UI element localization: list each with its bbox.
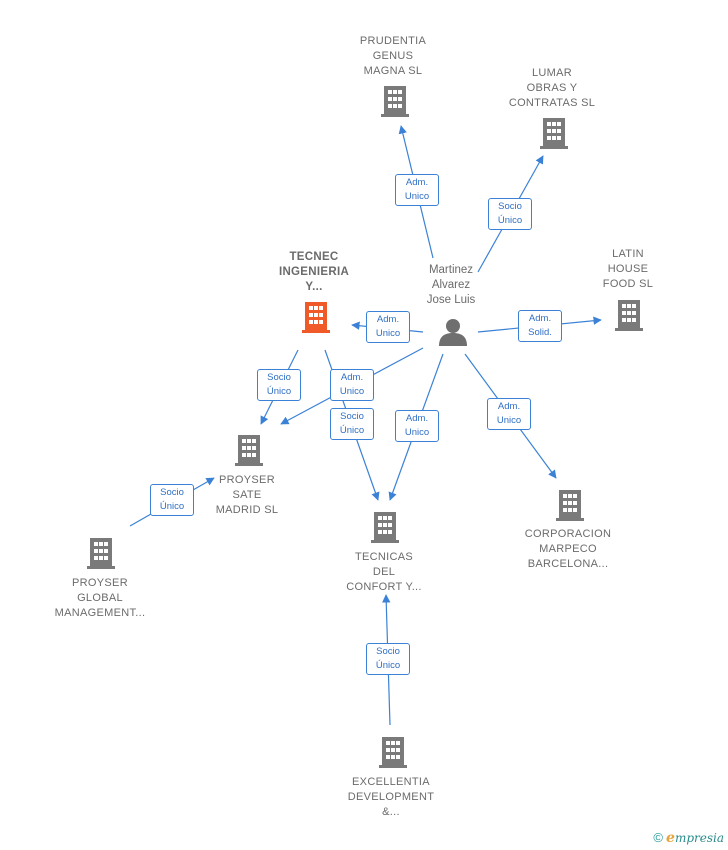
copyright-icon: © [653, 830, 664, 845]
building-icon[interactable] [379, 737, 407, 768]
relation-label: Adm. Unico [487, 398, 531, 430]
company-label-corporacion[interactable]: CORPORACION MARPECO BARCELONA... [524, 528, 612, 570]
building-icon[interactable] [615, 300, 643, 331]
relation-label: Adm. Unico [366, 311, 410, 343]
building-icon[interactable] [381, 86, 409, 117]
company-label-latin[interactable]: LATIN HOUSE FOOD SL [602, 248, 654, 290]
company-label-tecnicas[interactable]: TECNICAS DEL CONFORT Y... [346, 551, 422, 593]
building-icon-focus[interactable] [302, 302, 330, 333]
company-label-lumar[interactable]: LUMAR OBRAS Y CONTRATAS SL [508, 67, 596, 109]
company-label-prudentia[interactable]: PRUDENTIA GENUS MAGNA SL [359, 35, 427, 77]
person-label[interactable]: Martinez Alvarez Jose Luis [426, 264, 476, 306]
relation-label: Adm. Unico [395, 410, 439, 442]
relation-label: Socio Único [366, 643, 410, 675]
building-icon[interactable] [87, 538, 115, 569]
relation-label: Socio Único [257, 369, 301, 401]
company-label-excellentia[interactable]: EXCELLENTIA DEVELOPMENT &... [347, 776, 435, 818]
relation-label: Socio Único [330, 408, 374, 440]
building-icon[interactable] [540, 118, 568, 149]
relation-label: Socio Único [150, 484, 194, 516]
person-icon[interactable] [439, 319, 467, 346]
relation-label: Adm. Unico [395, 174, 439, 206]
relation-label: Socio Único [488, 198, 532, 230]
footer-brand: ©empresia [653, 830, 724, 846]
brand-logo-text: mpresia [674, 831, 724, 845]
building-icon[interactable] [235, 435, 263, 466]
company-label-tecnec[interactable]: TECNEC INGENIERIA Y... [278, 251, 350, 293]
building-icon[interactable] [556, 490, 584, 521]
building-icon[interactable] [371, 512, 399, 543]
brand-logo-initial: e [666, 830, 675, 846]
relation-label: Adm. Unico [330, 369, 374, 401]
relation-label: Adm. Solid. [518, 310, 562, 342]
company-label-proyser-global[interactable]: PROYSER GLOBAL MANAGEMENT... [54, 577, 146, 619]
company-label-proyser-sate[interactable]: PROYSER SATE MADRID SL [215, 474, 279, 516]
